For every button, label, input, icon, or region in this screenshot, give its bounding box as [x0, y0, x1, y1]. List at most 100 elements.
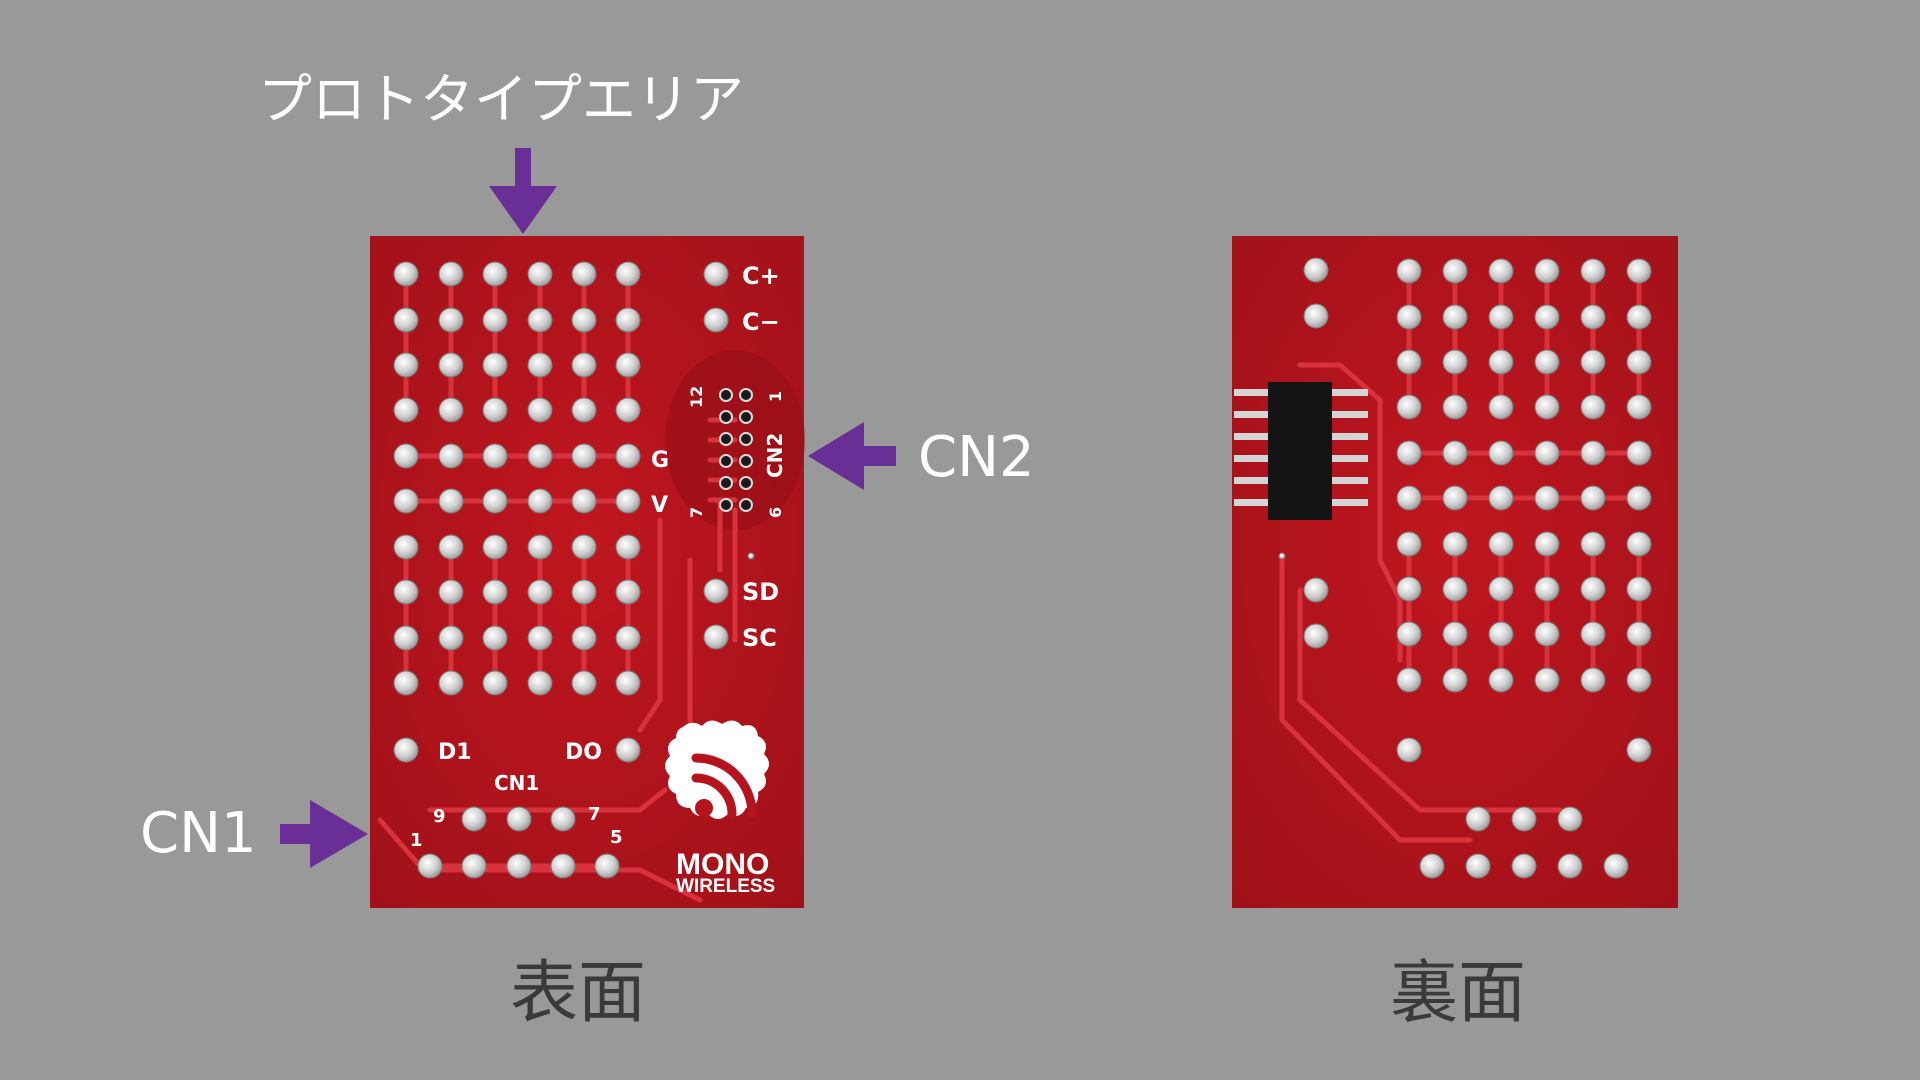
- pad: [393, 488, 419, 514]
- logo-dot-icon: [695, 799, 713, 817]
- pad: [1626, 737, 1652, 763]
- pad: [438, 534, 464, 560]
- via: [1278, 552, 1286, 560]
- logo-signal-icon: [691, 753, 757, 819]
- pad: [527, 534, 553, 560]
- pad: [1396, 621, 1422, 647]
- pad: [1488, 485, 1514, 511]
- pad: [1303, 577, 1329, 603]
- pad: [1511, 853, 1537, 879]
- pad: [1396, 667, 1422, 693]
- label-cn1-pin7: 7: [588, 804, 601, 825]
- pad: [1580, 394, 1606, 420]
- pad-d0: [615, 737, 641, 763]
- pad: [1303, 303, 1329, 329]
- pad: [615, 352, 641, 378]
- cn2-pin: [719, 476, 733, 490]
- pad: [1488, 440, 1514, 466]
- pad: [615, 534, 641, 560]
- pad-cn1: [506, 806, 532, 832]
- pad: [571, 307, 597, 333]
- pad: [1626, 485, 1652, 511]
- pad-d1: [393, 737, 419, 763]
- label-c-minus: C−: [742, 308, 780, 336]
- label-d0: DO: [565, 740, 602, 765]
- pad: [527, 579, 553, 605]
- pad: [1396, 394, 1422, 420]
- pad: [1626, 531, 1652, 557]
- pad: [1626, 576, 1652, 602]
- mono-wireless-logo: MONO WIRELESS: [665, 720, 775, 897]
- pad: [1442, 667, 1468, 693]
- pad: [527, 443, 553, 469]
- label-cn1-pin9: 9: [433, 806, 446, 827]
- header-pin: [1234, 499, 1268, 506]
- pad: [482, 625, 508, 651]
- annotation-cn1-label: CN1: [140, 801, 257, 866]
- pad: [571, 352, 597, 378]
- pad: [393, 261, 419, 287]
- pad: [438, 397, 464, 423]
- pad: [438, 670, 464, 696]
- trace: [1297, 362, 1403, 663]
- annotation-cn2-label: CN2: [918, 425, 1035, 490]
- cn2-pin: [739, 454, 753, 468]
- header-pin: [1332, 477, 1368, 484]
- pad: [527, 352, 553, 378]
- pad: [1626, 258, 1652, 284]
- label-c-plus: C+: [742, 262, 780, 290]
- pad: [1442, 258, 1468, 284]
- pad: [1488, 304, 1514, 330]
- pad: [615, 397, 641, 423]
- pad: [615, 261, 641, 287]
- back-pad-grid: [1396, 258, 1652, 693]
- header-body: [1268, 382, 1332, 520]
- header-pin: [1234, 477, 1268, 484]
- pad: [1580, 440, 1606, 466]
- pad: [1419, 853, 1445, 879]
- annotation-prototype-area: プロトタイプエリア: [258, 68, 744, 234]
- label-cn1-pin5: 5: [610, 827, 623, 848]
- pad: [1580, 349, 1606, 375]
- pad: [438, 625, 464, 651]
- annotation-prototype-area-label: プロトタイプエリア: [258, 68, 744, 131]
- pad: [438, 488, 464, 514]
- pad: [1396, 304, 1422, 330]
- pad: [571, 488, 597, 514]
- trace: [1279, 557, 1473, 843]
- pad: [527, 488, 553, 514]
- trace: [417, 867, 703, 903]
- header-pin: [1332, 389, 1368, 396]
- front-board: C+ C− G V SD SC D1 DO CN1 9 7 1 5 CN2 12…: [370, 236, 805, 908]
- pad: [615, 307, 641, 333]
- label-d1: D1: [438, 740, 472, 765]
- label-cn2-pin12: 12: [687, 386, 706, 408]
- pad: [1442, 576, 1468, 602]
- pad: [1442, 349, 1468, 375]
- cn2-pin: [739, 388, 753, 402]
- pad: [438, 352, 464, 378]
- cn2-pin: [719, 410, 733, 424]
- pad: [527, 625, 553, 651]
- pad: [1442, 304, 1468, 330]
- pad: [1488, 667, 1514, 693]
- header-pin: [1332, 499, 1368, 506]
- label-cn2-pin6: 6: [766, 507, 785, 518]
- pad-cn1: [461, 853, 487, 879]
- pad: [1488, 349, 1514, 375]
- trace: [637, 497, 738, 773]
- pad: [393, 397, 419, 423]
- pad: [482, 443, 508, 469]
- cn2-pin-header: [719, 388, 753, 512]
- header-pin: [1234, 455, 1268, 462]
- pad: [1626, 621, 1652, 647]
- pad: [1534, 576, 1560, 602]
- pad: [1396, 576, 1422, 602]
- pad: [571, 670, 597, 696]
- pad: [571, 397, 597, 423]
- pad: [527, 261, 553, 287]
- header-pin: [1234, 433, 1268, 440]
- pad: [1580, 576, 1606, 602]
- pad: [1396, 737, 1422, 763]
- pad: [1488, 531, 1514, 557]
